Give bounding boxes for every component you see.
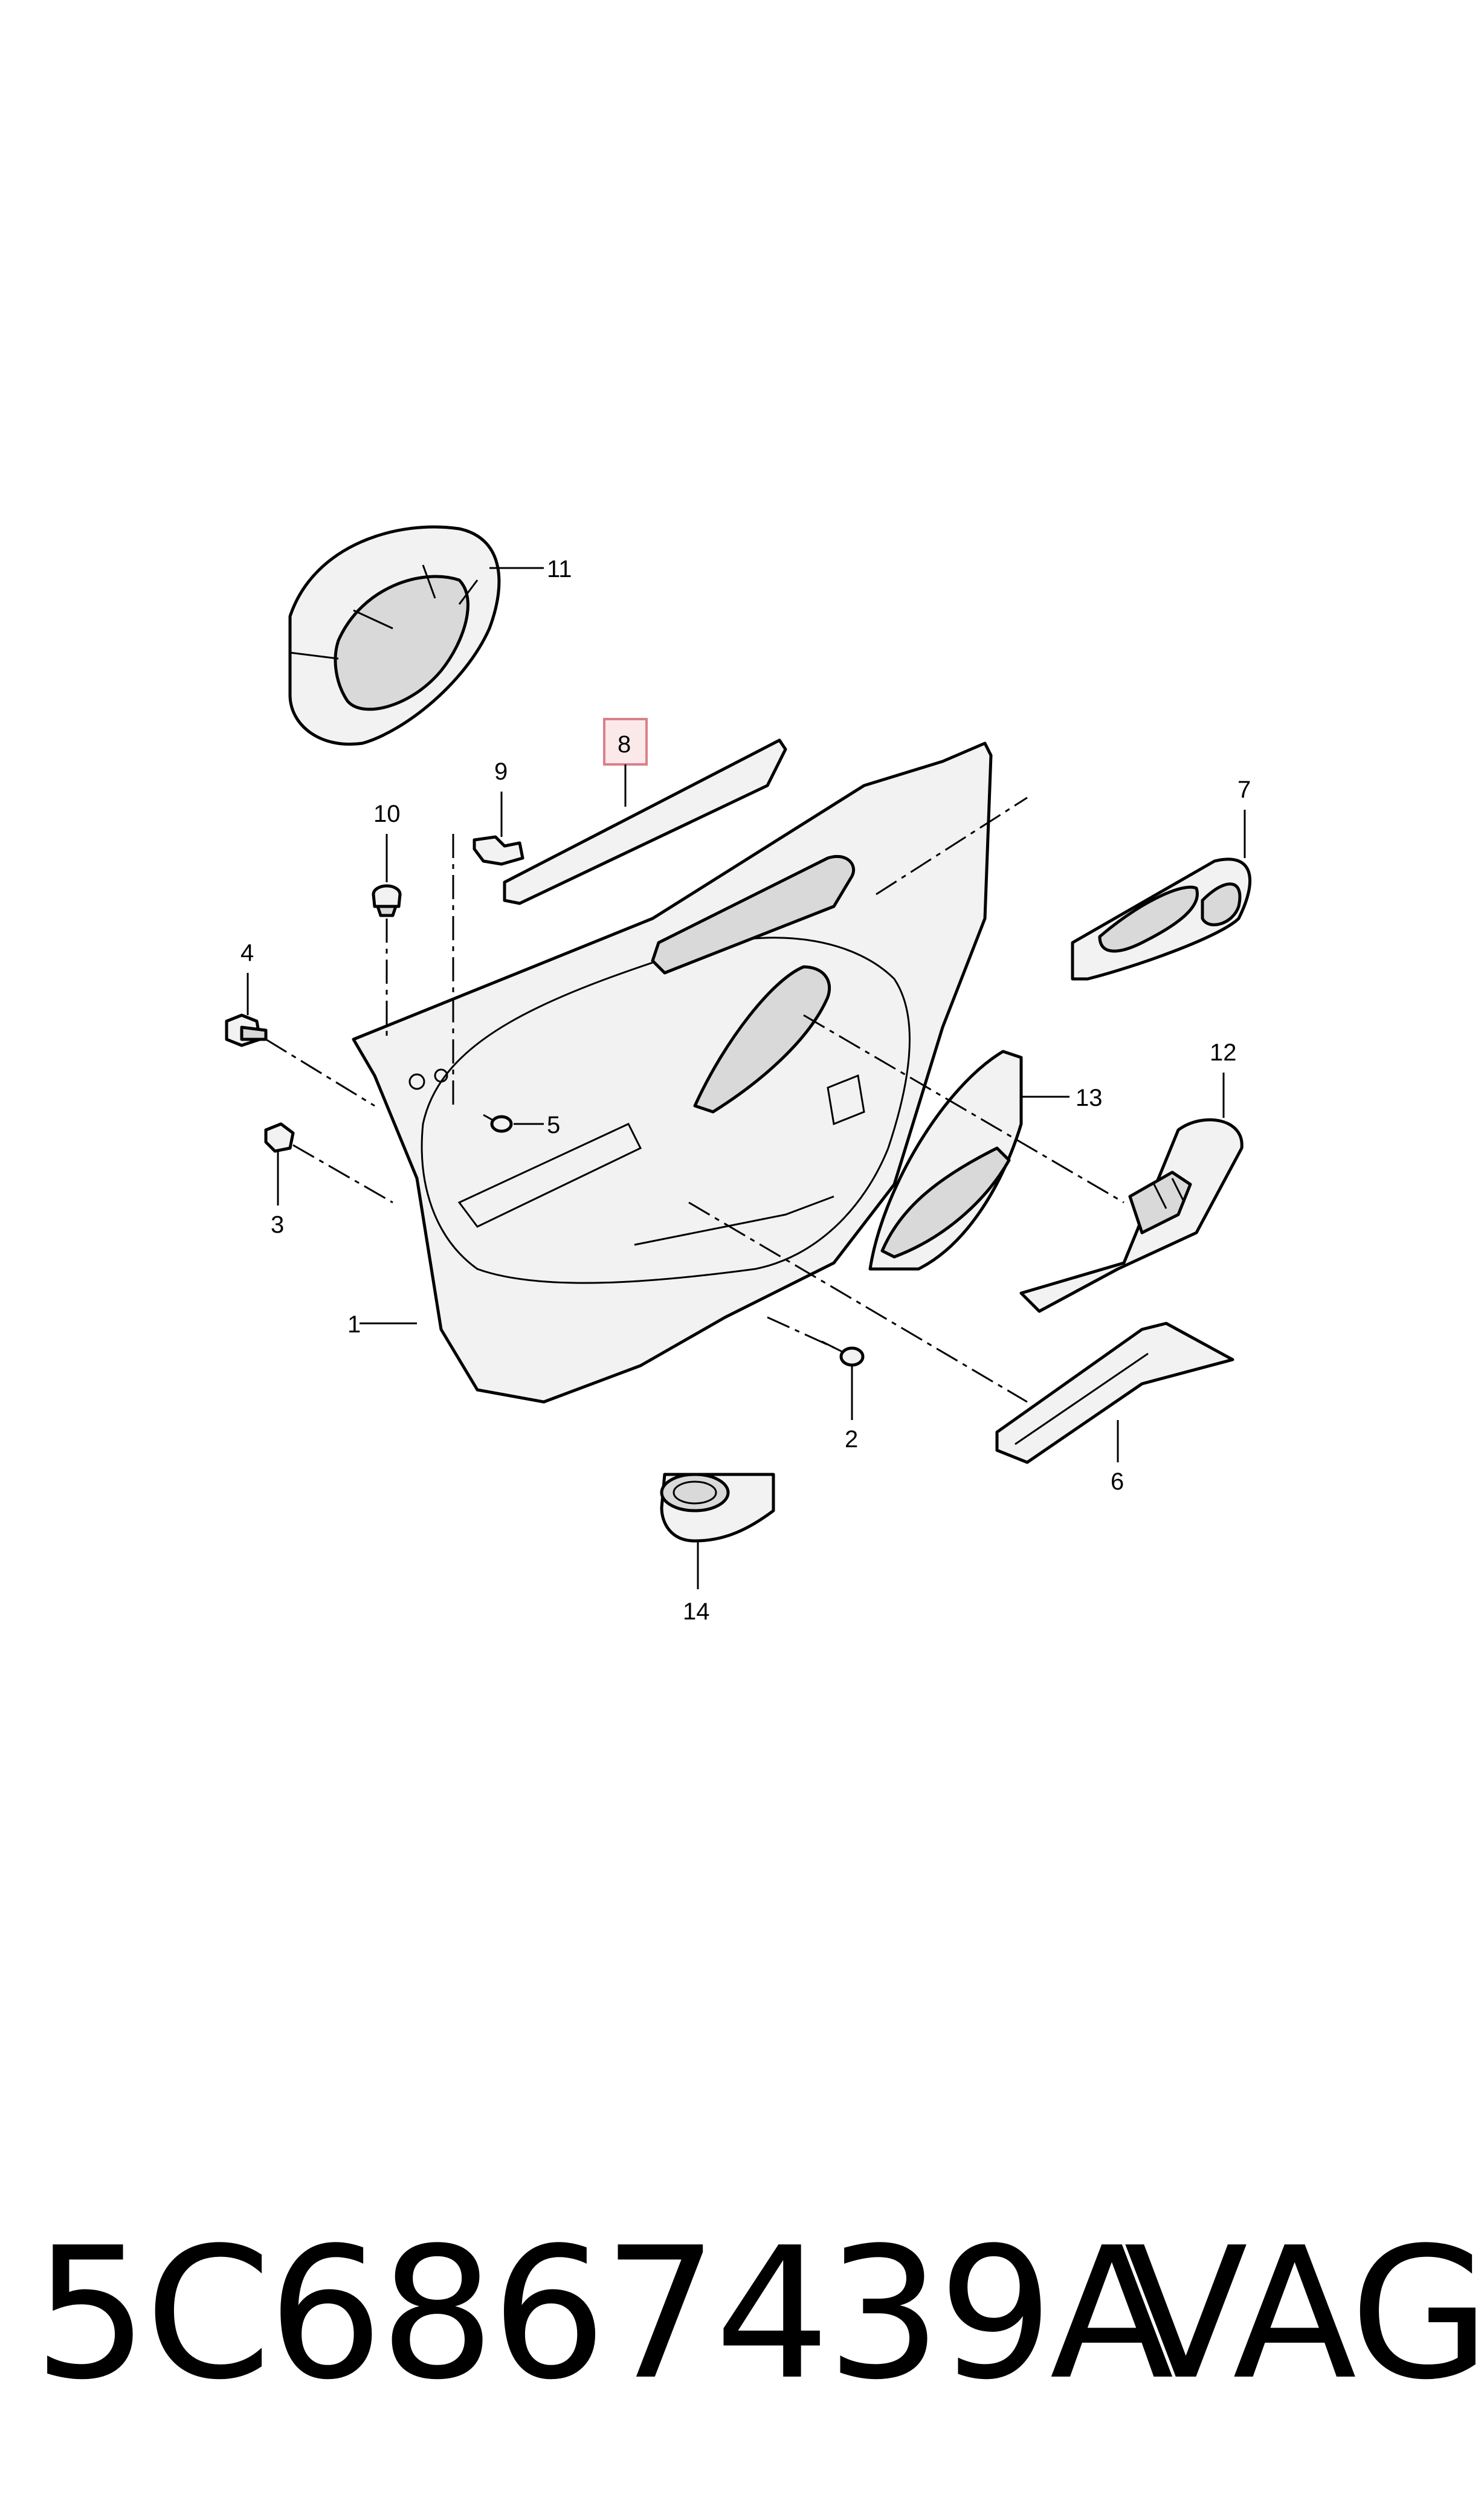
part-4-clip xyxy=(225,1013,268,1047)
callout-2: 2 xyxy=(845,1426,858,1453)
callout-11: 11 xyxy=(547,556,572,583)
axis-7 xyxy=(876,796,1028,896)
part-8-trim-strip xyxy=(503,738,787,905)
part-11-foam-ring xyxy=(288,525,501,746)
part-1-door-panel xyxy=(352,741,993,1404)
callout-6: 6 xyxy=(1111,1468,1124,1495)
exploded-parts-diagram: 11 9 10 8 7 1 xyxy=(225,525,1252,1625)
part-7-handle-bezel xyxy=(1071,857,1252,981)
part-5-screw xyxy=(483,1114,513,1133)
part-13-switch-bezel xyxy=(868,1050,1023,1271)
callout-3: 3 xyxy=(271,1212,284,1238)
part-9-clip xyxy=(473,835,524,866)
part-10-expansion-nut xyxy=(372,884,402,917)
callout-4: 4 xyxy=(240,940,254,966)
part-6-grab-trim xyxy=(995,1322,1234,1464)
part-2-screw xyxy=(821,1340,865,1367)
callout-12: 12 xyxy=(1210,1039,1237,1066)
axis-4 xyxy=(265,1038,375,1107)
callout-8: 8 xyxy=(618,731,631,758)
part-12-window-switch-panel xyxy=(1019,1118,1244,1313)
axis-12 xyxy=(803,1014,1124,1204)
part-14-tape-roll xyxy=(660,1473,775,1543)
axis-2 xyxy=(767,1316,834,1349)
callout-8-highlight-box xyxy=(603,718,648,766)
axis-6 xyxy=(688,1201,1028,1403)
callout-10: 10 xyxy=(373,801,401,827)
part-number: 5C6867439A xyxy=(33,2209,1174,2420)
callout-7: 7 xyxy=(1237,776,1251,803)
axis-3 xyxy=(292,1144,393,1204)
brand-label: VAG xyxy=(1124,2209,1484,2420)
callout-1: 1 xyxy=(347,1311,361,1338)
callout-5: 5 xyxy=(547,1112,560,1138)
callout-13: 13 xyxy=(1076,1085,1103,1111)
part-3-clip xyxy=(264,1122,295,1153)
callout-9: 9 xyxy=(494,758,508,785)
callout-14: 14 xyxy=(683,1598,710,1625)
